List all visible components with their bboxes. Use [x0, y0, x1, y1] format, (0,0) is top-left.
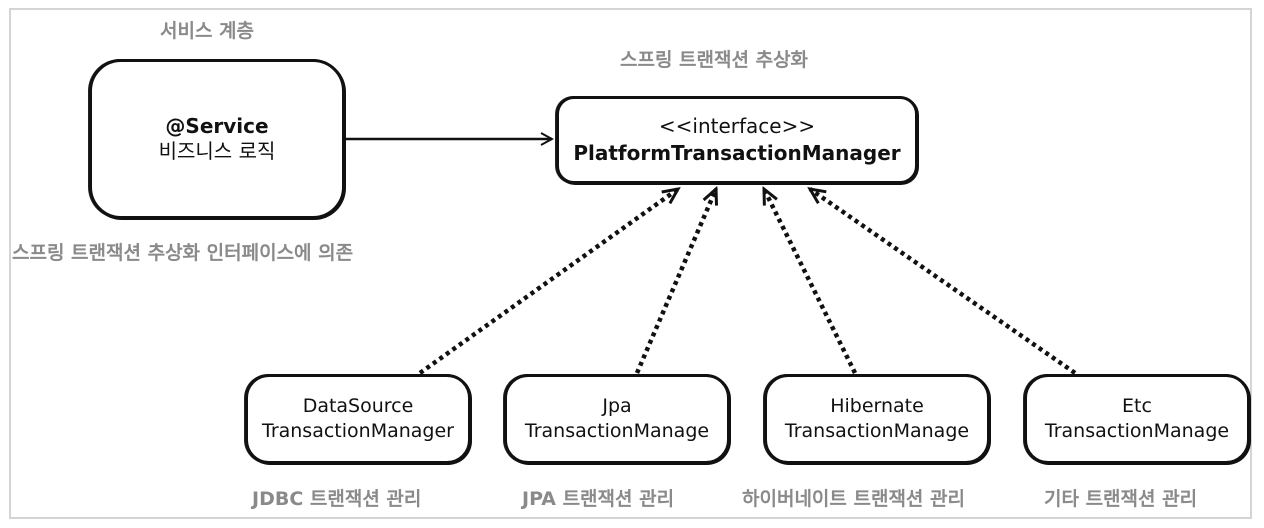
- implementation-name-line1: Etc: [1122, 395, 1152, 417]
- hibernate-transaction-manager-node: Hibernate TransactionManage: [764, 374, 990, 464]
- implementation-name-line2: TransactionManage: [784, 420, 970, 442]
- service-node: @Service 비즈니스 로직: [89, 59, 345, 219]
- etc-caption: 기타 트랜잭션 관리: [1044, 488, 1198, 510]
- service-description: 비즈니스 로직: [158, 139, 276, 163]
- jpa-caption: JPA 트랜잭션 관리: [522, 488, 675, 510]
- implementation-name-line2: TransactionManager: [262, 420, 454, 442]
- implementation-name-line2: TransactionManage: [524, 420, 710, 442]
- interface-stereotype: <<interface>>: [658, 114, 816, 138]
- jpa-transaction-manager-node: Jpa TransactionManage: [504, 374, 730, 464]
- dependency-note: 스프링 트랜잭션 추상화 인터페이스에 의존: [12, 242, 354, 264]
- abstraction-title: 스프링 트랜잭션 추상화: [620, 49, 809, 71]
- service-annotation: @Service: [165, 114, 269, 138]
- implementation-name-line1: DataSource: [302, 395, 414, 417]
- hibernate-caption: 하이버네이트 트랜잭션 관리: [742, 488, 965, 510]
- implementation-name-line2: TransactionManage: [1044, 420, 1230, 442]
- interface-name: PlatformTransactionManager: [573, 141, 901, 165]
- platform-transaction-manager-node: <<interface>> PlatformTransactionManager: [556, 96, 918, 184]
- jdbc-caption: JDBC 트랜잭션 관리: [252, 488, 422, 510]
- implementation-name-line1: Hibernate: [830, 395, 924, 417]
- datasource-transaction-manager-node: DataSource TransactionManager: [245, 374, 471, 464]
- etc-transaction-manager-node: Etc TransactionManage: [1024, 374, 1250, 464]
- service-layer-title: 서비스 계층: [160, 20, 255, 42]
- implementation-name-line1: Jpa: [602, 395, 632, 417]
